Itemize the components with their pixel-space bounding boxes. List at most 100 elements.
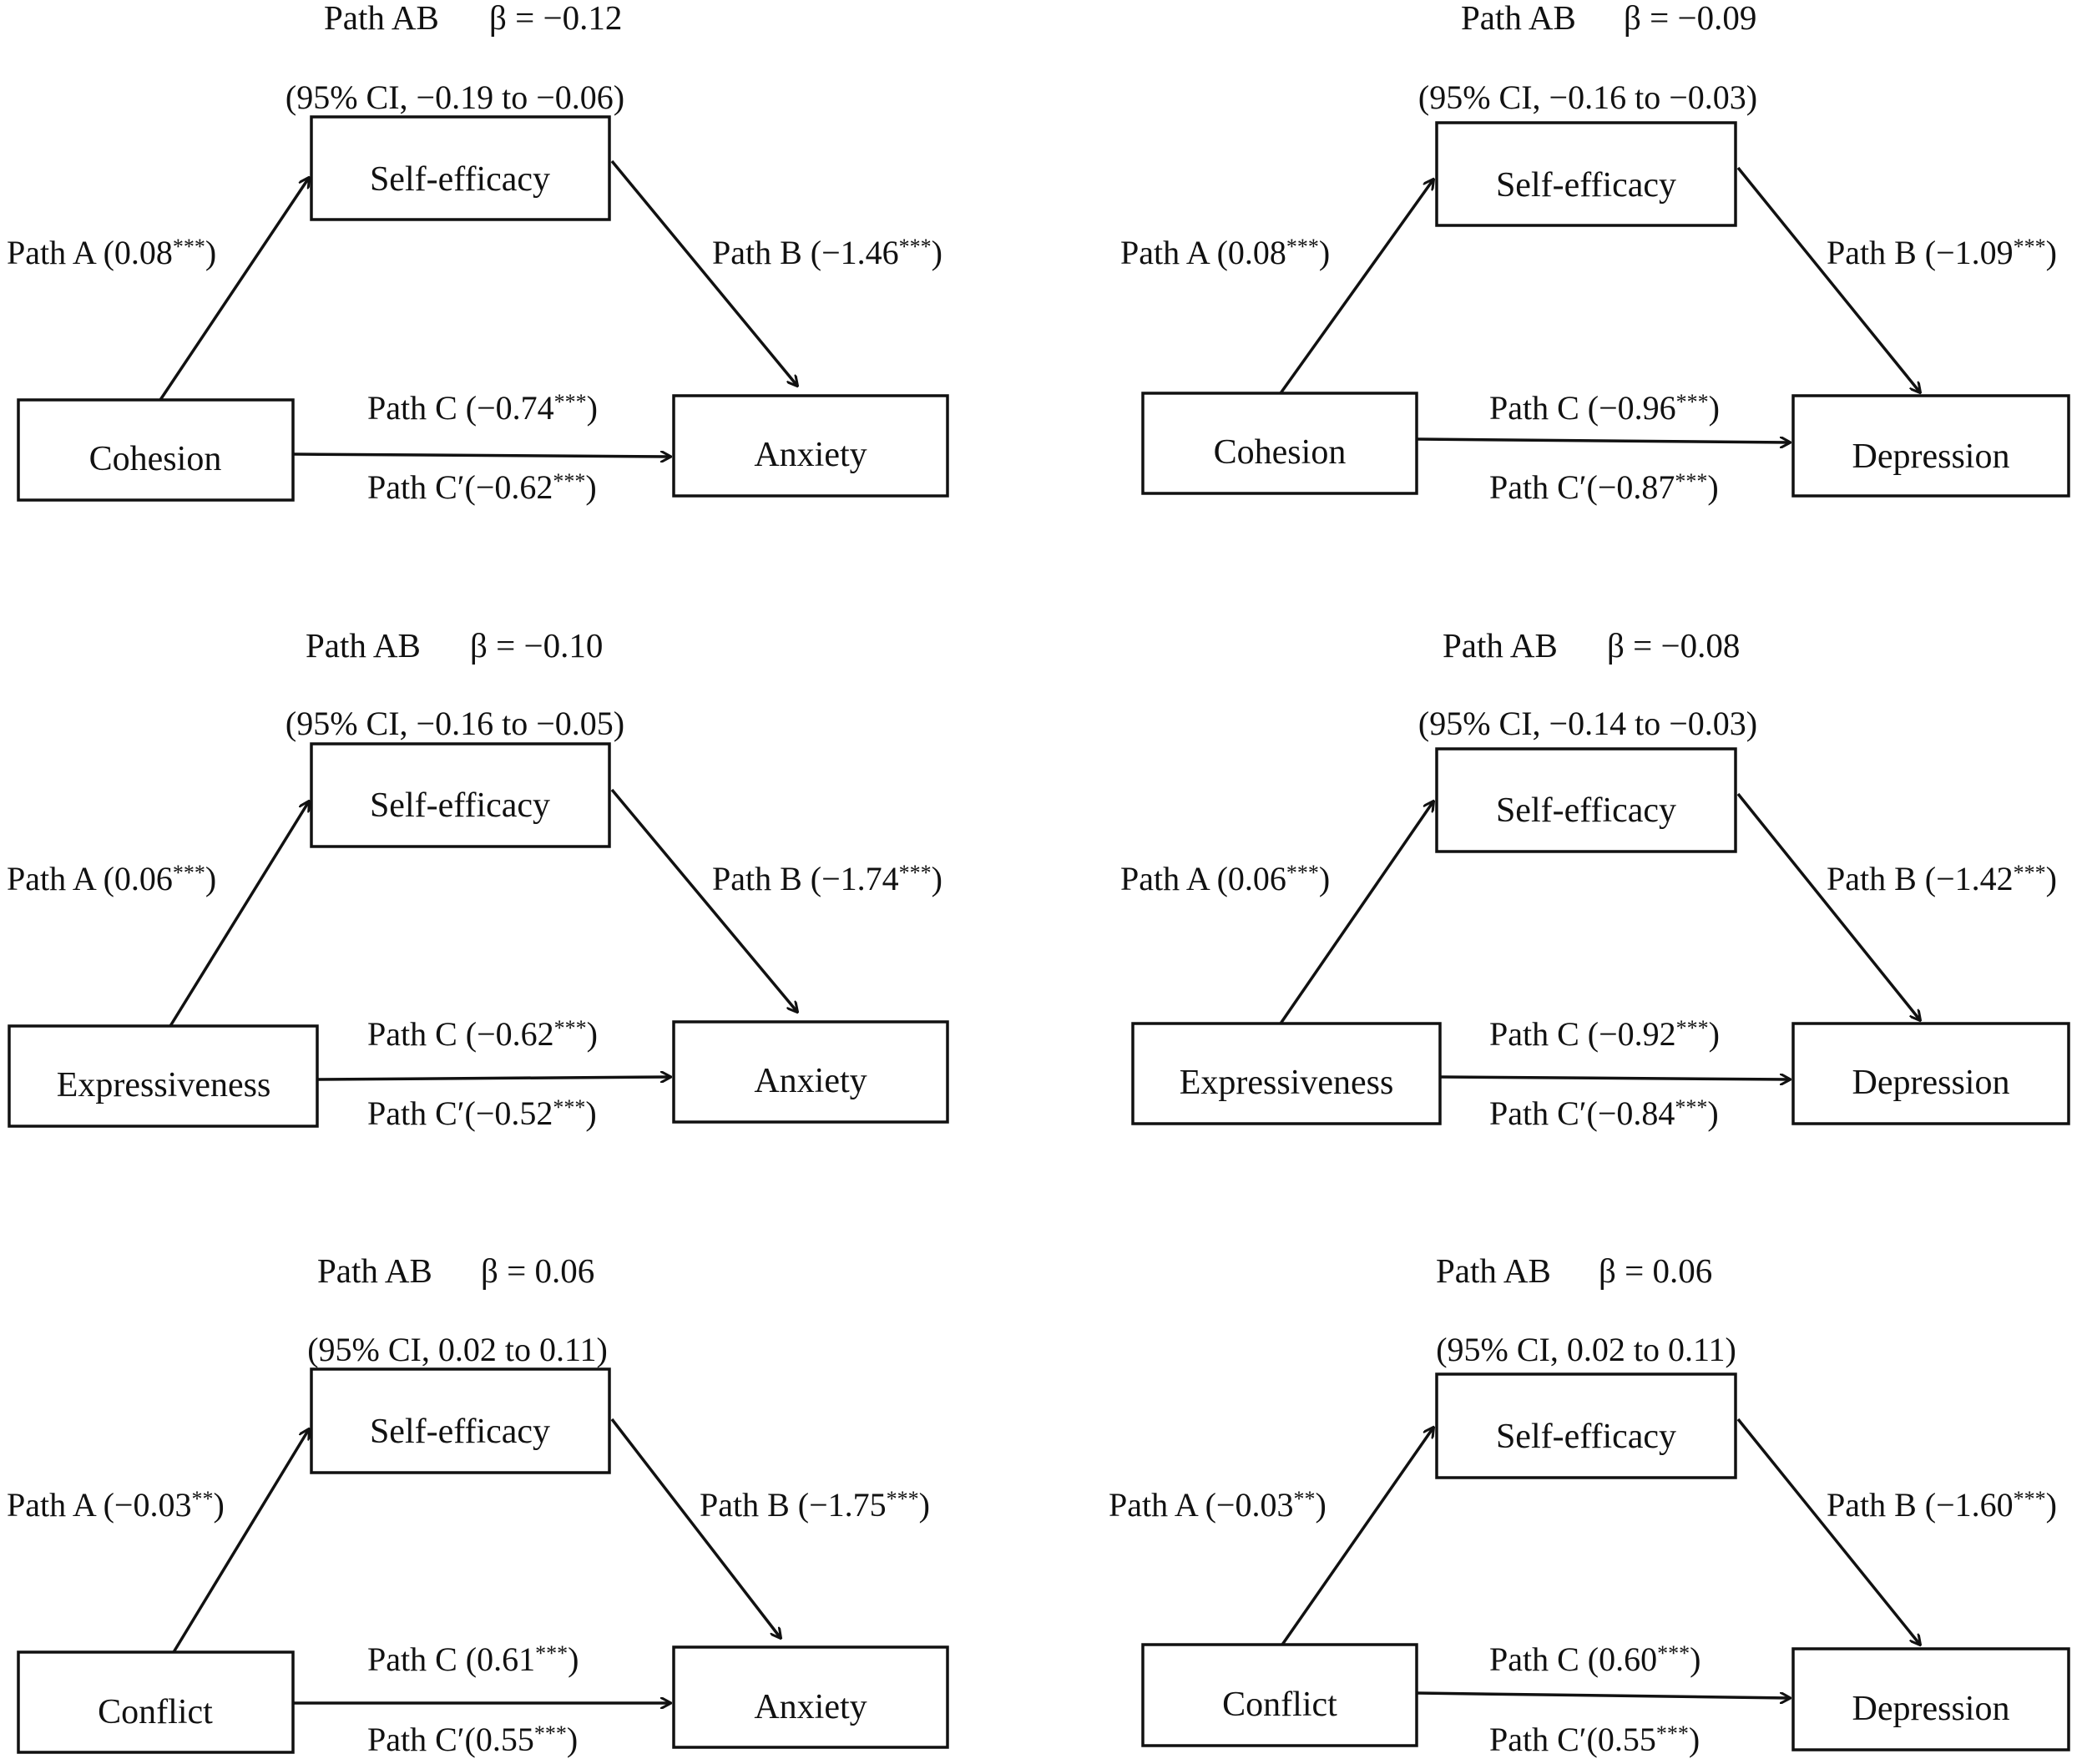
path-a-arrow bbox=[1279, 801, 1433, 1024]
path-ab-beta: β = −0.10 bbox=[470, 626, 603, 665]
path-c-label: Path C (−0.74***) bbox=[367, 389, 598, 427]
path-ab-label: Path AB bbox=[1461, 0, 1576, 37]
path-b-label: Path B (−1.46***) bbox=[712, 234, 942, 271]
path-b-label: Path B (−1.42***) bbox=[1827, 860, 2057, 897]
outcome-box bbox=[672, 1645, 949, 1749]
predictor-label: Cohesion bbox=[1214, 433, 1347, 472]
significance-stars: *** bbox=[1675, 469, 1707, 493]
path-ab-label: Path AB bbox=[306, 626, 421, 665]
panel-cohesion-anxiety: Path AB β = −0.12 (95% CI, −0.19 to −0.0… bbox=[7, 0, 949, 506]
significance-stars: *** bbox=[534, 1721, 567, 1746]
path-a-arrow bbox=[1281, 1428, 1433, 1645]
path-b-arrow bbox=[610, 788, 797, 1012]
predictor-box bbox=[1141, 1643, 1418, 1747]
path-c-prime-label: Path C′(−0.84***) bbox=[1489, 1094, 1719, 1132]
outcome-label: Anxiety bbox=[754, 436, 867, 474]
path-c-arrow bbox=[1417, 439, 1790, 442]
confidence-interval: (95% CI, −0.16 to −0.03) bbox=[1418, 78, 1757, 116]
mediator-label: Self-efficacy bbox=[370, 786, 550, 825]
outcome-box bbox=[1791, 394, 2070, 498]
mediator-box bbox=[310, 1367, 611, 1474]
panel-expressiveness-depression: Path AB β = −0.08 (95% CI, −0.14 to −0.0… bbox=[1120, 626, 2070, 1132]
confidence-interval: (95% CI, 0.02 to 0.11) bbox=[307, 1331, 608, 1368]
predictor-box bbox=[8, 1024, 319, 1128]
mediator-box bbox=[310, 742, 611, 848]
path-ab-label: Path AB bbox=[324, 0, 439, 37]
path-b-arrow bbox=[1736, 1418, 1920, 1645]
path-a-label: Path A (0.06***) bbox=[7, 860, 216, 897]
outcome-label: Anxiety bbox=[754, 1062, 867, 1100]
confidence-interval: (95% CI, 0.02 to 0.11) bbox=[1436, 1331, 1736, 1368]
significance-stars: *** bbox=[173, 861, 205, 885]
path-b-label: Path B (−1.60***) bbox=[1827, 1486, 2057, 1524]
outcome-box bbox=[672, 394, 949, 498]
path-ab-beta: β = −0.09 bbox=[1624, 0, 1756, 37]
significance-stars: ** bbox=[1293, 1487, 1315, 1511]
path-b-arrow bbox=[1736, 792, 1920, 1020]
mediator-label: Self-efficacy bbox=[370, 160, 550, 199]
path-a-label: Path A (−0.03**) bbox=[7, 1486, 225, 1524]
path-b-label: Path B (−1.09***) bbox=[1827, 234, 2057, 271]
predictor-label: Conflict bbox=[1222, 1686, 1337, 1724]
significance-stars: ** bbox=[191, 1487, 213, 1511]
path-ab-beta: β = 0.06 bbox=[481, 1251, 594, 1290]
path-a-label: Path A (−0.03**) bbox=[1109, 1486, 1326, 1524]
significance-stars: *** bbox=[2014, 1487, 2046, 1511]
panel-expressiveness-anxiety: Path AB β = −0.10 (95% CI, −0.16 to −0.0… bbox=[7, 626, 949, 1132]
path-b-label: Path B (−1.75***) bbox=[700, 1486, 930, 1524]
panel-conflict-depression: Path AB β = 0.06 (95% CI, 0.02 to 0.11) … bbox=[1109, 1251, 2070, 1758]
path-b-arrow bbox=[1736, 166, 1920, 392]
predictor-label: Expressiveness bbox=[57, 1066, 271, 1104]
significance-stars: *** bbox=[535, 1641, 568, 1665]
path-b-label: Path B (−1.74***) bbox=[712, 860, 942, 897]
significance-stars: *** bbox=[173, 235, 205, 259]
path-c-prime-label: Path C′(−0.52***) bbox=[367, 1094, 597, 1132]
significance-stars: *** bbox=[554, 390, 587, 414]
outcome-box bbox=[672, 1020, 949, 1124]
significance-stars: *** bbox=[1676, 390, 1709, 414]
confidence-interval: (95% CI, −0.19 to −0.06) bbox=[286, 78, 624, 116]
significance-stars: *** bbox=[553, 469, 585, 493]
path-c-prime-label: Path C′(−0.62***) bbox=[367, 468, 597, 506]
mediator-box bbox=[1435, 1372, 1737, 1479]
panel-cohesion-depression: Path AB β = −0.09 (95% CI, −0.16 to −0.0… bbox=[1120, 0, 2070, 506]
outcome-label: Depression bbox=[1852, 1690, 2010, 1728]
path-c-label: Path C (0.60***) bbox=[1489, 1640, 1700, 1678]
significance-stars: *** bbox=[887, 1487, 919, 1511]
mediator-label: Self-efficacy bbox=[1496, 1418, 1676, 1456]
path-c-label: Path C (−0.62***) bbox=[367, 1015, 598, 1053]
significance-stars: *** bbox=[1286, 861, 1319, 885]
significance-stars: *** bbox=[2014, 235, 2046, 259]
path-a-label: Path A (0.08***) bbox=[7, 234, 216, 271]
predictor-label: Expressiveness bbox=[1180, 1064, 1394, 1102]
path-ab-beta: β = −0.08 bbox=[1607, 626, 1740, 665]
path-b-arrow bbox=[610, 159, 797, 386]
path-ab-beta: β = −0.12 bbox=[489, 0, 622, 37]
path-c-label: Path C (−0.92***) bbox=[1489, 1015, 1720, 1053]
mediator-label: Self-efficacy bbox=[370, 1413, 550, 1451]
confidence-interval: (95% CI, −0.16 to −0.05) bbox=[286, 705, 624, 742]
mediator-box bbox=[310, 115, 611, 221]
path-c-prime-label: Path C′(−0.87***) bbox=[1489, 468, 1719, 506]
path-c-prime-label: Path C′(0.55***) bbox=[1489, 1721, 1700, 1758]
path-ab-label: Path AB bbox=[1436, 1251, 1551, 1290]
path-c-label: Path C (0.61***) bbox=[367, 1640, 579, 1678]
significance-stars: *** bbox=[899, 861, 932, 885]
path-a-arrow bbox=[159, 178, 309, 401]
confidence-interval: (95% CI, −0.14 to −0.03) bbox=[1418, 705, 1757, 742]
mediator-box bbox=[1435, 121, 1737, 227]
significance-stars: *** bbox=[1657, 1641, 1690, 1665]
significance-stars: *** bbox=[899, 235, 932, 259]
path-a-label: Path A (0.08***) bbox=[1120, 234, 1330, 271]
significance-stars: *** bbox=[1286, 235, 1319, 259]
path-c-arrow bbox=[1440, 1077, 1790, 1079]
outcome-box bbox=[1791, 1647, 2070, 1751]
path-c-arrow bbox=[317, 1077, 670, 1079]
significance-stars: *** bbox=[1676, 1016, 1709, 1040]
path-b-arrow bbox=[610, 1418, 781, 1638]
path-c-arrow bbox=[1417, 1691, 1790, 1698]
significance-stars: *** bbox=[1675, 1095, 1707, 1120]
significance-stars: *** bbox=[2014, 861, 2046, 885]
panel-conflict-anxiety: Path AB β = 0.06 (95% CI, 0.02 to 0.11) … bbox=[7, 1251, 949, 1758]
